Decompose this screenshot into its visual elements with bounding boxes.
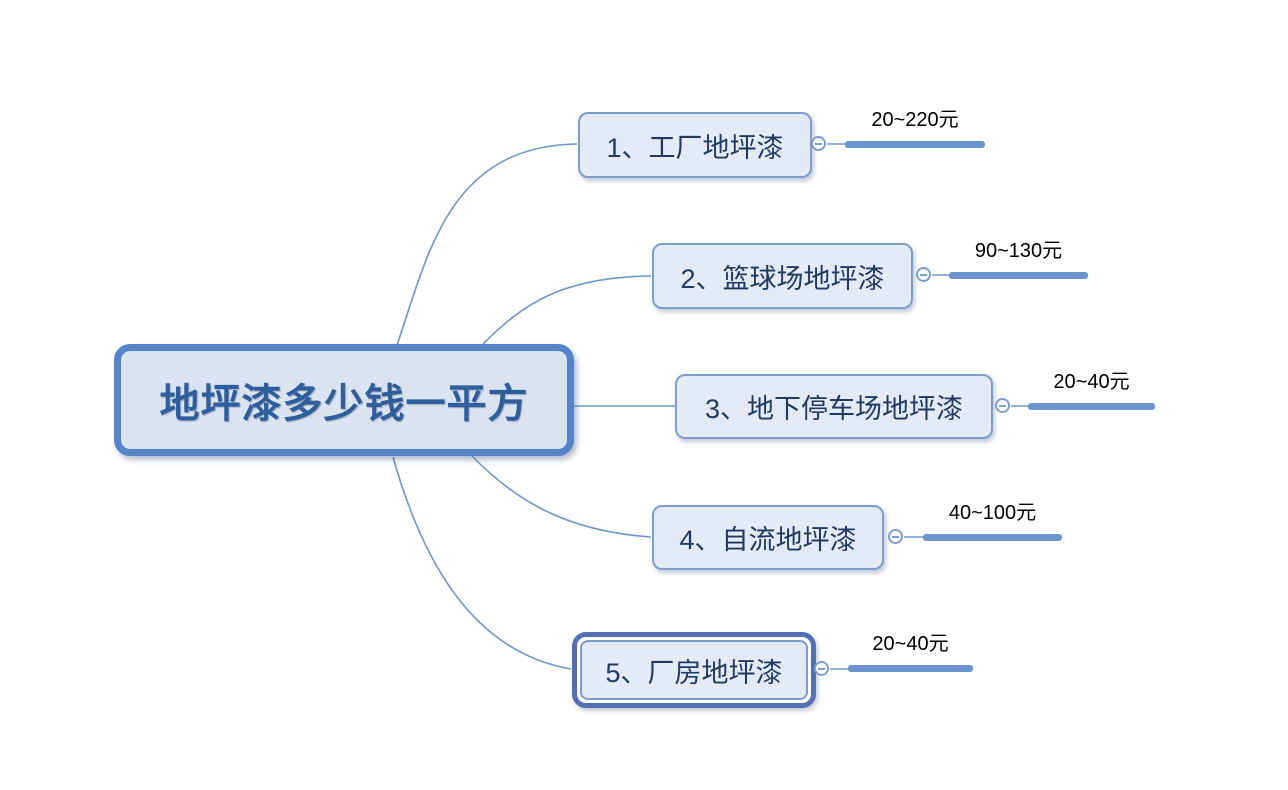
- price-topic-4-label[interactable]: 40~100元: [948, 502, 1037, 524]
- price-topic-3-label[interactable]: 20~40元: [1053, 371, 1130, 393]
- collapse-button-5[interactable]: [814, 661, 829, 676]
- price-topic-2-label[interactable]: 90~130元: [974, 240, 1063, 262]
- minus-icon: [999, 404, 1006, 407]
- branch-node-4[interactable]: 4、自流地坪漆: [652, 505, 884, 570]
- branch-node-1-label: 1、工厂地坪漆: [606, 132, 784, 163]
- branch-node-1[interactable]: 1、工厂地坪漆: [578, 112, 812, 178]
- price-topic-3-underline[interactable]: [1028, 403, 1155, 410]
- edge-branch-4: [471, 455, 652, 538]
- minus-icon: [920, 273, 927, 276]
- price-topic-2-underline[interactable]: [949, 272, 1088, 279]
- branch-node-3[interactable]: 3、地下停车场地坪漆: [675, 374, 993, 439]
- price-topic-5-label[interactable]: 20~40元: [872, 633, 949, 655]
- branch-node-2-label: 2、篮球场地坪漆: [680, 263, 885, 294]
- branch-node-4-label: 4、自流地坪漆: [679, 525, 857, 555]
- branch-node-5-label: 5、厂房地坪漆: [605, 657, 783, 688]
- edge-branch-2: [482, 275, 652, 345]
- price-topic-4-underline[interactable]: [923, 534, 1062, 541]
- collapse-button-1[interactable]: [811, 136, 826, 151]
- central-topic-label: 地坪漆多少钱一平方: [159, 382, 529, 426]
- branch-node-3-label: 3、地下停车场地坪漆: [704, 394, 964, 424]
- minus-icon: [815, 142, 822, 145]
- minus-icon: [818, 667, 825, 670]
- price-topic-5-underline[interactable]: [848, 665, 973, 672]
- branch-node-5[interactable]: 5、厂房地坪漆: [580, 640, 808, 700]
- branch-node-5-selection-ring: 5、厂房地坪漆: [572, 632, 816, 708]
- central-topic[interactable]: 地坪漆多少钱一平方: [114, 344, 574, 456]
- price-topic-1-label[interactable]: 20~220元: [871, 109, 959, 131]
- edge-branch-5: [392, 456, 572, 670]
- branch-node-2[interactable]: 2、篮球场地坪漆: [652, 243, 913, 309]
- minus-icon: [892, 535, 899, 538]
- collapse-button-3[interactable]: [995, 398, 1010, 413]
- collapse-button-4[interactable]: [888, 529, 903, 544]
- price-topic-1-underline[interactable]: [845, 141, 985, 148]
- edge-branch-1: [396, 143, 578, 346]
- collapse-button-2[interactable]: [916, 267, 931, 282]
